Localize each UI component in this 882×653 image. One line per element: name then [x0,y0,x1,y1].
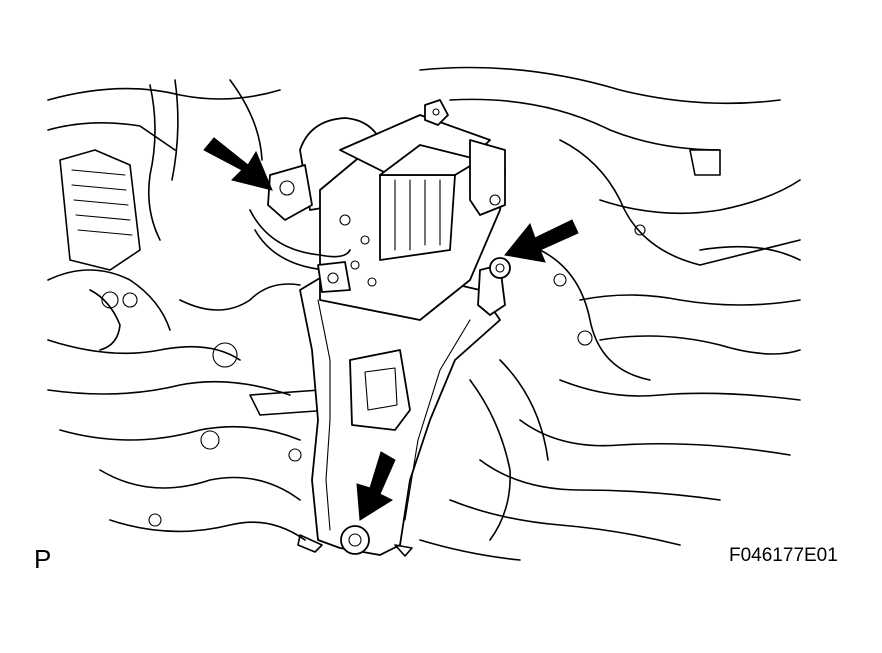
mounting-bracket [297,259,501,557]
lower-bolt-arrow [356,451,396,521]
brake-actuator-assembly [249,99,511,321]
view-mark: P [34,544,52,574]
right-bolt-arrow [504,219,579,263]
engine-bay-background [47,66,801,561]
figure-id: F046177E01 [729,545,838,566]
upper-left-bolt-arrow [203,137,273,191]
